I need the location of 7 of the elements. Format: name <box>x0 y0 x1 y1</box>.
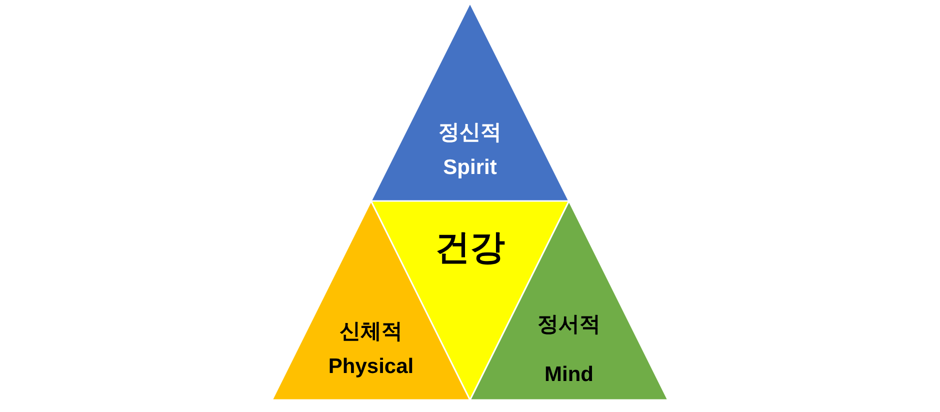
label-text: Physical <box>327 354 415 380</box>
heading-text: 정서적 <box>536 312 602 338</box>
heading-text: 건강 <box>434 227 506 269</box>
heading-text: 정신적 <box>438 120 502 146</box>
label-text: Mind <box>544 362 594 388</box>
heading-text: 신체적 <box>338 319 404 345</box>
label-text: Spirit <box>442 155 498 181</box>
